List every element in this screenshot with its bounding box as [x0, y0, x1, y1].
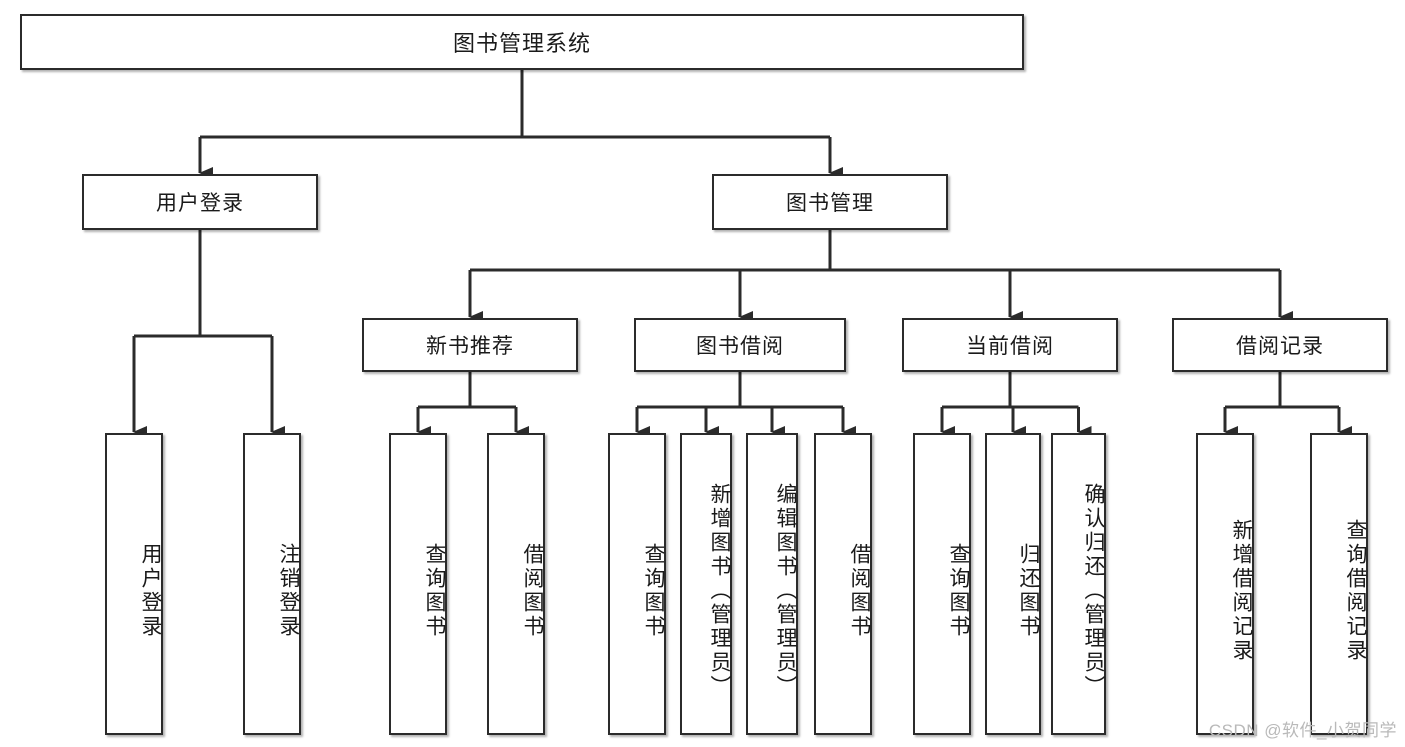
node-records[interactable]: 借阅记录	[1172, 318, 1388, 372]
node-leaf-11[interactable]: 确认归还（管理员）	[1051, 433, 1106, 735]
node-label: 借阅图书	[521, 543, 544, 639]
node-label: 图书管理系统	[452, 31, 591, 56]
node-leaf-3[interactable]: 查询图书	[389, 433, 447, 735]
node-leaf-12[interactable]: 新增借阅记录	[1196, 433, 1254, 735]
node-label: 图书管理	[786, 192, 874, 215]
node-label: 确认归还（管理员）	[1082, 483, 1105, 699]
node-leaf-8[interactable]: 借阅图书	[814, 433, 872, 735]
node-label: 用户登录	[139, 543, 162, 639]
node-leaf-4[interactable]: 借阅图书	[487, 433, 545, 735]
node-leaf-13[interactable]: 查询借阅记录	[1310, 433, 1368, 735]
node-newbook[interactable]: 新书推荐	[362, 318, 578, 372]
node-label: 注销登录	[277, 543, 300, 639]
node-root[interactable]: 图书管理系统	[20, 14, 1024, 70]
node-label: 当前借阅	[966, 335, 1054, 358]
node-label: 查询图书	[423, 543, 446, 639]
node-label: 归还图书	[1017, 543, 1040, 639]
node-login[interactable]: 用户登录	[82, 174, 318, 230]
node-leaf-10[interactable]: 归还图书	[985, 433, 1041, 735]
node-leaf-5[interactable]: 查询图书	[608, 433, 666, 735]
node-label: 查询图书	[642, 543, 665, 639]
node-label: 借阅记录	[1236, 335, 1324, 358]
node-label: 编辑图书（管理员）	[774, 483, 797, 699]
node-label: 查询借阅记录	[1344, 519, 1367, 663]
node-leaf-9[interactable]: 查询图书	[913, 433, 971, 735]
node-bookmgmt[interactable]: 图书管理	[712, 174, 948, 230]
node-label: 新增借阅记录	[1230, 519, 1253, 663]
node-label: 查询图书	[947, 543, 970, 639]
node-leaf-1[interactable]: 用户登录	[105, 433, 163, 735]
node-label: 新书推荐	[426, 335, 514, 358]
node-label: 新增图书（管理员）	[708, 483, 731, 699]
node-label: 用户登录	[156, 192, 244, 215]
node-current[interactable]: 当前借阅	[902, 318, 1118, 372]
node-label: 借阅图书	[848, 543, 871, 639]
node-leaf-7[interactable]: 编辑图书（管理员）	[746, 433, 798, 735]
node-leaf-2[interactable]: 注销登录	[243, 433, 301, 735]
node-borrow[interactable]: 图书借阅	[634, 318, 846, 372]
node-leaf-6[interactable]: 新增图书（管理员）	[680, 433, 732, 735]
node-label: 图书借阅	[696, 335, 784, 358]
